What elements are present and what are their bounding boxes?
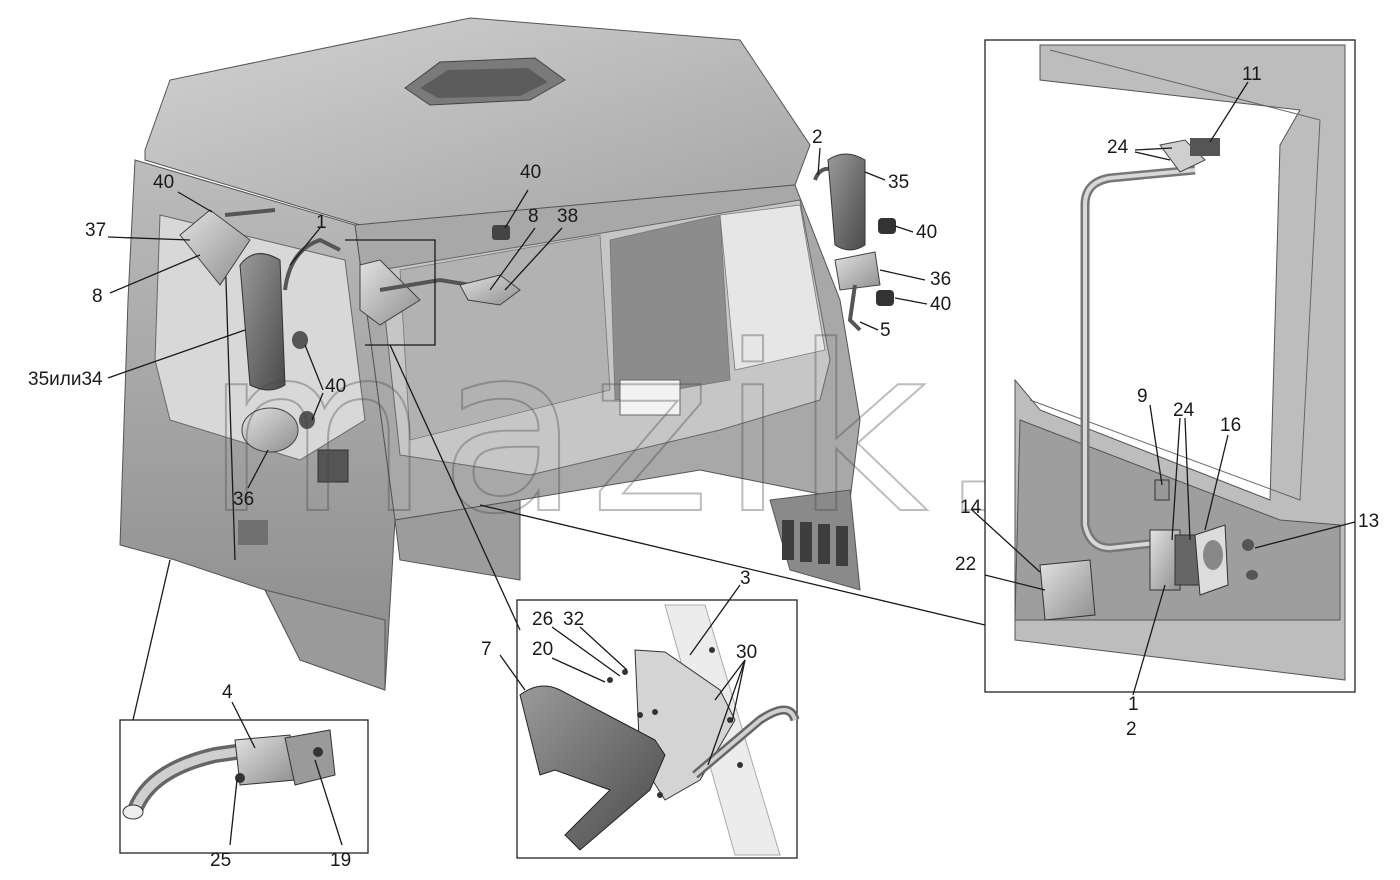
label-36: 36: [930, 269, 951, 290]
label-1: 1: [1128, 694, 1139, 715]
label-40: 40: [153, 172, 174, 193]
label-8: 8: [92, 286, 103, 307]
label-30: 30: [736, 642, 757, 663]
label-24: 24: [1173, 400, 1195, 421]
leader-lines: [107, 81, 1356, 846]
label-22: 22: [955, 554, 976, 575]
label-5: 5: [880, 320, 891, 341]
detail-door-hinge: [984, 39, 1356, 693]
part-labels: 40 37 8 35или34 1 40 36 40 8 38 2 35 40 …: [28, 64, 1379, 871]
label-40: 40: [520, 162, 541, 183]
label-14: 14: [960, 497, 982, 518]
detail-pipe-mount: [119, 719, 369, 854]
wide-mirror-left: [179, 209, 251, 286]
label-38: 38: [557, 206, 578, 227]
truck-cab: [119, 17, 861, 691]
label-1: 1: [316, 212, 327, 233]
wide-mirror-right: [834, 251, 881, 291]
label-20: 20: [532, 639, 553, 660]
label-16: 16: [1220, 415, 1241, 436]
right-mirror-group: [813, 153, 896, 332]
main-mirror-left: [239, 253, 286, 391]
label-11: 11: [1242, 64, 1262, 85]
label-4: 4: [222, 682, 233, 703]
main-mirror-right: [827, 153, 866, 251]
label-36: 36: [233, 489, 254, 510]
label-9: 9: [1137, 386, 1148, 407]
label-13: 13: [1358, 511, 1379, 532]
label-7: 7: [481, 639, 492, 660]
label-8: 8: [528, 206, 539, 227]
cab-roof: [144, 17, 811, 226]
mirror-housing: [519, 685, 666, 851]
label-2: 2: [1126, 719, 1137, 740]
label-40: 40: [916, 222, 937, 243]
label-35: 35: [888, 172, 909, 193]
label-3: 3: [740, 568, 751, 589]
label-40: 40: [930, 294, 951, 315]
lower-mirror-left: [241, 407, 299, 453]
mount-plate: [284, 729, 336, 786]
label-24: 24: [1107, 137, 1129, 158]
label-37: 37: [85, 220, 106, 241]
label-19: 19: [330, 850, 351, 871]
label-26: 26: [532, 609, 553, 630]
label-25: 25: [210, 850, 231, 871]
label-32: 32: [563, 609, 584, 630]
label-35-or-34: 35или34: [28, 369, 103, 390]
detail-front-mirror-mount: [516, 599, 800, 859]
label-40: 40: [325, 376, 346, 397]
left-mirror-group: [179, 208, 349, 483]
label-2: 2: [812, 127, 823, 148]
